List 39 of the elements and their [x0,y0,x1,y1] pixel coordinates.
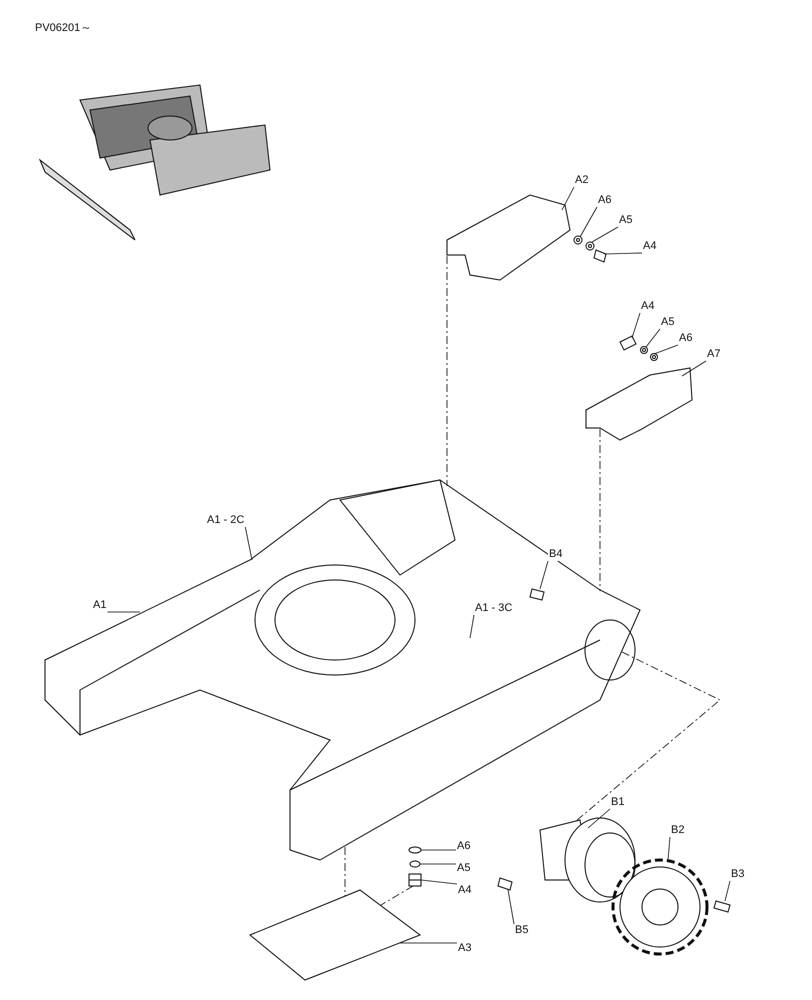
washer-drawing [640,346,648,354]
bolt-drawing [593,249,607,263]
washer-drawing [410,860,420,868]
bolt-drawing [408,874,422,886]
leader-line [562,186,574,210]
leader-line [540,560,548,590]
leader-line [668,836,670,860]
leader-line [508,890,514,924]
leader-line [400,942,458,944]
bolt-drawing [497,877,513,891]
leader-line [682,360,706,376]
part-label: B4 [548,548,564,561]
leader-line [646,328,660,348]
leader-line [654,344,678,354]
washer-drawing [408,846,422,854]
plate-drawing [446,194,571,281]
leader-line [244,526,252,560]
washer-drawing [650,353,658,361]
leader-line [632,312,640,338]
sprocket-drawing [612,858,708,956]
plate-drawing [249,889,422,981]
assembly-line [446,256,448,486]
leader-line [470,614,474,638]
assembly-line [344,846,346,896]
washer-drawing [586,242,594,250]
washer-drawing [574,236,582,244]
leader-line [604,252,642,254]
bolt-drawing [619,335,637,351]
leader-line [724,880,730,902]
leader-line [580,206,598,238]
leader-line [592,226,618,242]
travel-motor-drawing [539,818,636,902]
leader-line [588,808,610,828]
track-frame-drawing [44,479,641,861]
assembly-line [576,652,721,822]
assembly-line [380,886,414,906]
plate-drawing [586,367,693,441]
leader-line [420,880,458,884]
bolt-drawing [713,900,731,913]
